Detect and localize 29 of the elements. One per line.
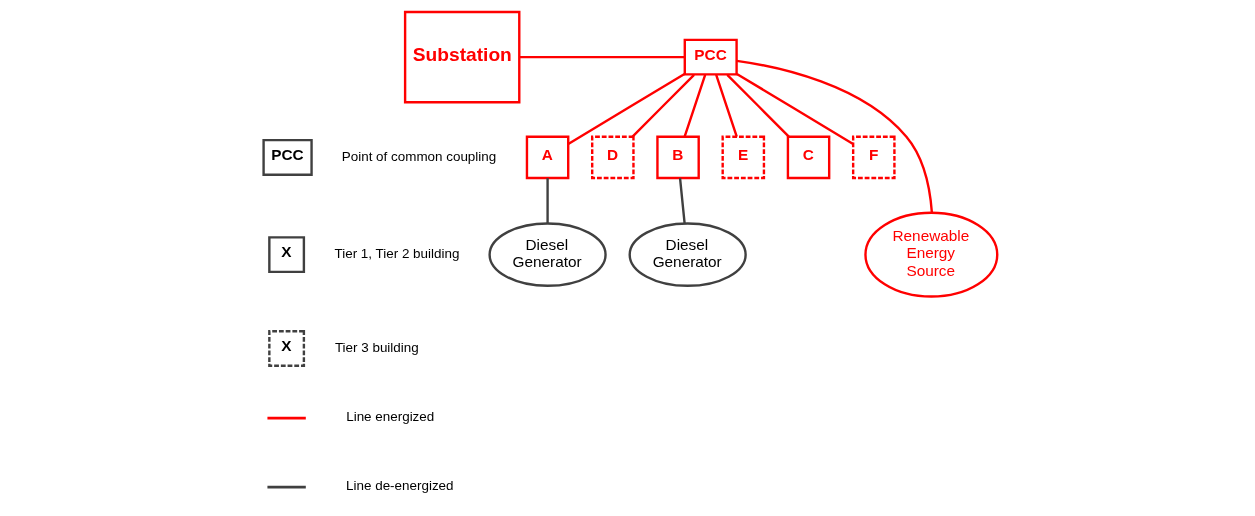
- node-box: B: [656, 135, 700, 180]
- node-ellipse: Renewable Energy Source: [864, 211, 999, 298]
- connector: [683, 74, 707, 137]
- connector: [567, 72, 686, 145]
- node-box: E: [721, 135, 766, 180]
- node-ellipse: Diesel Generator: [628, 222, 747, 287]
- connector: [678, 178, 686, 224]
- connector: [546, 178, 549, 224]
- node-ellipse: Diesel Generator: [488, 222, 607, 287]
- node-box: F: [851, 135, 896, 180]
- label: X: [281, 243, 292, 261]
- connector: [736, 72, 854, 145]
- node-box: PCC: [683, 38, 738, 76]
- node-box: A: [525, 135, 570, 180]
- node-box: Substation: [403, 10, 521, 104]
- connector: [736, 59, 934, 213]
- connector: [715, 74, 738, 137]
- legend-label: Point of common coupling: [341, 148, 497, 164]
- node-box: C: [786, 135, 831, 180]
- label: PCC: [271, 146, 304, 164]
- node-box: D: [591, 135, 635, 180]
- connector: [631, 73, 695, 138]
- legend-label: Line de-energized: [346, 478, 454, 494]
- label: X: [281, 337, 292, 355]
- legend-label: Tier 1, Tier 2 building: [334, 246, 460, 262]
- legend-label: Tier 3 building: [334, 340, 419, 356]
- connector: [726, 73, 790, 138]
- connector: [519, 55, 685, 59]
- legend-label: Line energized: [346, 409, 435, 425]
